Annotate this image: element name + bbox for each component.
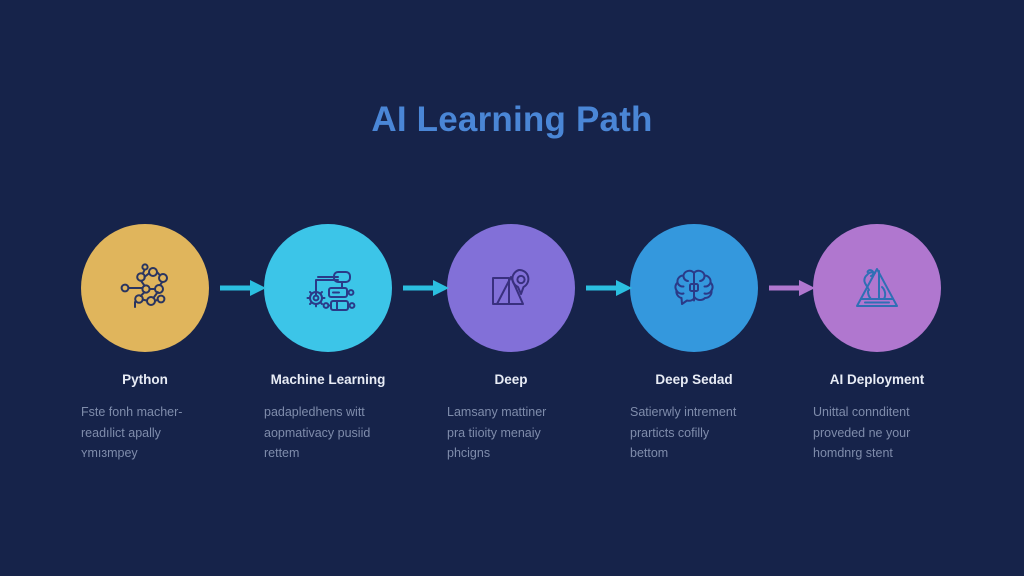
caption-line: Satierwly intrement (630, 405, 737, 419)
caption-deep-sedad: Deep Sedad Satierwly intrement prarticts… (630, 372, 758, 464)
step-circle-deep-sedad[interactable] (630, 224, 758, 352)
brain-icon (674, 269, 714, 305)
caption-title: Deep Sedad (655, 372, 733, 387)
step-circle-deep[interactable] (447, 224, 575, 352)
caption-line: prarticts cofilly (630, 425, 710, 440)
caption-line: Unittal connditent (813, 405, 910, 419)
caption-body: Satierwly intrement prarticts cofilly be… (630, 402, 758, 464)
caption-line: homdnrg stent (813, 446, 893, 460)
flowchart-gear-icon (306, 271, 356, 311)
rocket-launch-icon (856, 268, 898, 307)
page-title: AI Learning Path (371, 100, 653, 139)
caption-body: Unittal connditent proveded ne your homd… (813, 402, 941, 464)
caption-line: Lamsany mattiner (447, 405, 547, 419)
caption-title: Python (122, 372, 168, 387)
step-circle-machine-learning[interactable] (264, 224, 392, 352)
shapes-marker-icon (492, 268, 530, 305)
arrow-python-to-ml (220, 280, 266, 296)
caption-line: phcigns (447, 446, 491, 460)
arrow-deepsedad-to-deployment (769, 280, 815, 296)
network-nodes-icon (120, 263, 168, 308)
caption-title: Machine Learning (270, 372, 386, 387)
caption-line: aopmativacy pusiid (264, 425, 371, 440)
step-circle-ai-deployment[interactable] (813, 224, 941, 352)
step-circle-python[interactable] (81, 224, 209, 352)
arrow-deep-to-deepsedad (586, 280, 632, 296)
caption-line: proveded ne your (813, 425, 911, 440)
caption-machine-learning: Machine Learning padapledhens witt aopma… (264, 372, 392, 464)
caption-line: readılict apally (81, 425, 161, 440)
caption-line: ʏmıɜmpey (81, 446, 138, 460)
caption-body: padapledhens witt aopmativacy pusiid ret… (264, 402, 392, 464)
caption-line: Fste fonh macher- (81, 405, 183, 419)
step-captions: Python Fste fonh macher- readılict apall… (81, 372, 943, 464)
caption-python: Python Fste fonh macher- readılict apall… (81, 372, 209, 464)
caption-body: Lamsany mattiner pra tiioity menaiy phci… (447, 402, 575, 464)
pipeline-flow (81, 224, 943, 352)
caption-body: Fste fonh macher- readılict apally ʏmıɜm… (81, 402, 209, 464)
caption-title: AI Deployment (829, 372, 925, 387)
caption-ai-deployment: AI Deployment Unittal connditent provede… (813, 372, 941, 464)
arrow-ml-to-deep (403, 280, 449, 296)
caption-title: Deep (494, 372, 528, 387)
caption-line: pra tiioity menaiy (447, 425, 541, 440)
caption-deep: Deep Lamsany mattiner pra tiioity menaiy… (447, 372, 575, 464)
caption-line: bettom (630, 446, 669, 460)
caption-line: padapledhens witt (264, 405, 365, 419)
caption-line: rettem (264, 446, 300, 460)
